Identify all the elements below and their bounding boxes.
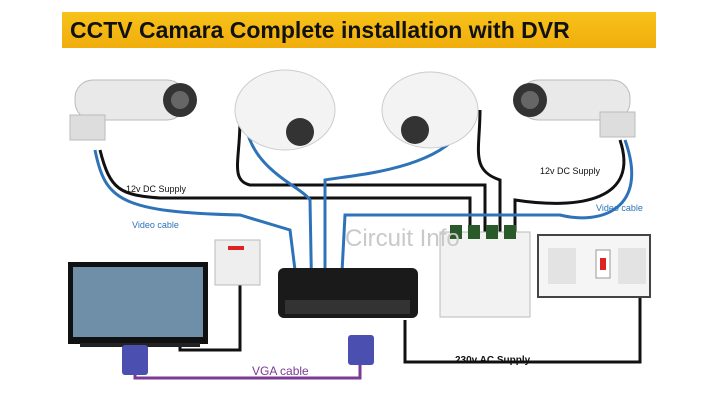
- dc-cable-dome2: [476, 109, 502, 235]
- power-cable: [403, 280, 642, 364]
- video-cable-label-left: Video cable: [132, 220, 179, 230]
- monitor: [68, 262, 208, 347]
- vga-plug-monitor: [122, 345, 148, 375]
- dome-camera-2: [381, 71, 479, 149]
- dc-cable-right: [513, 139, 626, 235]
- vga-cable: [133, 358, 362, 380]
- wall-socket-small: [214, 239, 261, 286]
- power-supply-box: [439, 225, 531, 318]
- dc-cable-left: [98, 149, 472, 235]
- dvr: [278, 268, 418, 318]
- switchboard: [537, 234, 651, 298]
- ac-supply-label: 230v AC Supply: [455, 355, 531, 366]
- page-title: CCTV Camara Complete installation with D…: [62, 12, 656, 48]
- vga-plug-dvr: [348, 335, 374, 365]
- bullet-camera-right: [513, 79, 636, 138]
- dc-cable-dome1: [236, 119, 487, 235]
- video-cable-right: [338, 139, 634, 311]
- dc-supply-label-left: 12v DC Supply: [126, 184, 187, 194]
- bullet-camera-left: [69, 79, 197, 141]
- video-cable-label-right: Video cable: [596, 203, 643, 213]
- video-cable-left: [93, 149, 302, 311]
- dc-supply-label-right: 12v DC Supply: [540, 166, 601, 176]
- dome-camera-1: [234, 69, 336, 151]
- watermark: Circuit Info: [345, 225, 460, 252]
- vga-cable-label: VGA cable: [252, 364, 309, 378]
